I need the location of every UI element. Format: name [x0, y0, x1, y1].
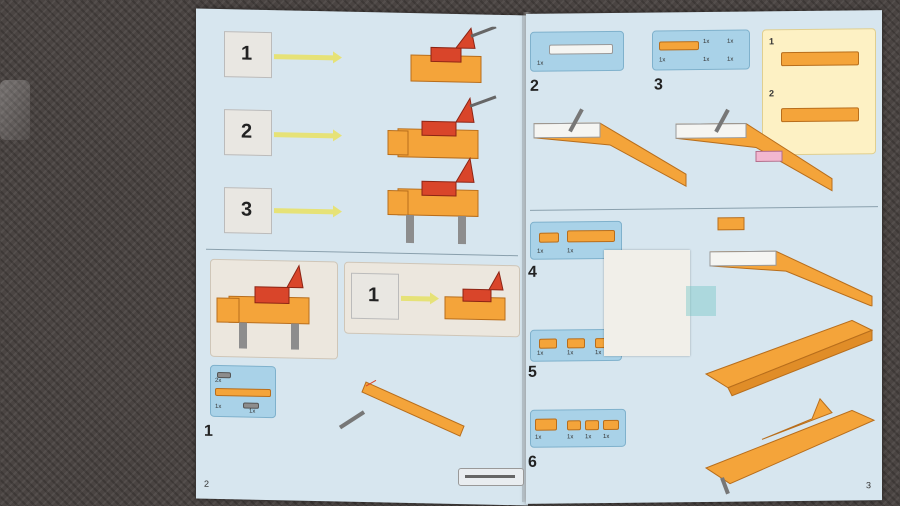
- step-number: 5: [528, 363, 537, 381]
- callout-plate-1: [781, 51, 859, 67]
- sequence-step-3: 3: [241, 198, 253, 221]
- complete-model-panel: [210, 258, 338, 360]
- page-number-right: 3: [866, 480, 872, 491]
- step-number: 6: [528, 453, 537, 471]
- callout-step-2: 2: [769, 88, 775, 99]
- qty-label: 1x: [659, 57, 666, 64]
- qty-label: 1x: [567, 248, 574, 255]
- parts-panel-step-3: 1x 1x 1x 1x 1x: [652, 29, 750, 71]
- tape-piece: [686, 286, 716, 316]
- qty-label: 1x: [703, 56, 710, 64]
- paper-note: [604, 250, 690, 356]
- technic-beam-part: [215, 387, 271, 398]
- sequence-step-1: 1: [241, 42, 253, 65]
- qty-label: 1x: [703, 38, 710, 46]
- step-5-build: [704, 319, 874, 397]
- orange-plate-part: [659, 41, 699, 51]
- orange-slope-part: [585, 420, 599, 431]
- sequence-arrow-2: [274, 132, 334, 139]
- sub-assembly-panel: 1: [344, 261, 520, 338]
- qty-label: 1x: [215, 403, 222, 411]
- qty-label: 1x: [595, 350, 602, 357]
- step-number: 4: [528, 263, 537, 281]
- lion-complete: [216, 264, 310, 350]
- sequence-thumb-1: 1: [224, 31, 272, 79]
- left-page: 1 2 3: [196, 8, 528, 506]
- orange-brick-part: [535, 418, 557, 431]
- step-number: 2: [530, 77, 539, 95]
- instruction-booklet: 1 2 3: [196, 8, 886, 506]
- orange-brick-part: [539, 338, 557, 349]
- lion-model-3: [387, 156, 479, 245]
- sequence-arrow-1: [274, 54, 334, 61]
- parts-panel-step-2: 1x: [530, 30, 624, 72]
- qty-label: 1x: [585, 434, 592, 441]
- sub-assembly-arrow: [401, 295, 431, 302]
- bottom-tab-graphic: [458, 468, 524, 486]
- orange-slope-part: [603, 419, 619, 431]
- step-2-build: [533, 108, 687, 188]
- sequence-thumb-2: 2: [224, 109, 272, 157]
- sequence-arrow-3: [274, 208, 334, 215]
- orange-brick-part: [567, 338, 585, 349]
- qty-label: 1x: [567, 434, 574, 441]
- sequence-thumb-3: 3: [224, 187, 272, 235]
- orange-plate-part: [539, 232, 559, 243]
- orange-plate-part: [567, 229, 615, 243]
- lion-model-1: [410, 25, 497, 84]
- section-divider: [206, 248, 518, 257]
- step-3-build: [675, 108, 833, 192]
- step-4-build: [709, 217, 873, 307]
- qty-label: 1x: [567, 350, 574, 357]
- orange-slope-part: [567, 420, 581, 431]
- qty-label: 1x: [535, 434, 542, 441]
- parts-panel-step-6: 1x 1x 1x 1x: [530, 408, 626, 448]
- qty-label: 1x: [727, 56, 734, 63]
- step-number: 1: [204, 422, 213, 440]
- step-6-build: [704, 397, 876, 495]
- page-number-left: 2: [204, 478, 210, 489]
- step-1-build: [338, 379, 465, 437]
- right-page: 1x 2 1x 1x 1x 1x 1x 3 1 2: [526, 10, 882, 504]
- qty-label: 1x: [537, 350, 544, 357]
- sequence-step-2: 2: [241, 120, 253, 143]
- sub-step-number: 1: [368, 284, 380, 307]
- callout-step-1: 1: [769, 36, 775, 47]
- qty-label: 1x: [249, 408, 256, 415]
- glass-object: [0, 80, 30, 140]
- lion-model-2: [387, 95, 497, 159]
- white-beam-part: [549, 43, 613, 55]
- parts-panel-step-1: 2x 1x 1x: [210, 364, 276, 419]
- qty-label: 1x: [603, 433, 610, 441]
- qty-label: 1x: [537, 248, 544, 255]
- step-number: 3: [654, 76, 663, 94]
- qty-label: 2x: [215, 377, 222, 385]
- qty-label: 1x: [727, 38, 734, 45]
- qty-label: 1x: [537, 60, 544, 67]
- lion-body-assembly: [444, 270, 506, 321]
- sub-assembly-thumb: 1: [351, 272, 399, 320]
